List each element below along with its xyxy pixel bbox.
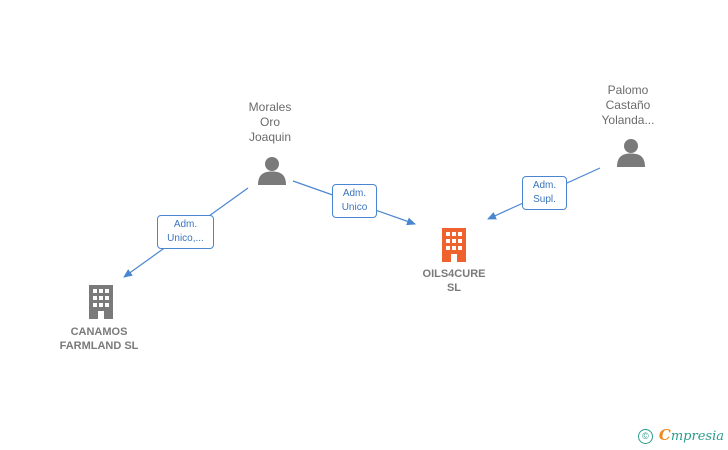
person-morales-name[interactable]: Morales Oro Joaquin bbox=[222, 100, 318, 145]
label-line: Adm. bbox=[173, 219, 198, 230]
company-oils4cure-name[interactable]: OILS4CURE SL bbox=[404, 267, 504, 295]
name-line: FARMLAND SL bbox=[59, 340, 139, 352]
person-palomo-name[interactable]: Palomo Castaño Yolanda... bbox=[580, 83, 676, 128]
label-line: Supl. bbox=[533, 194, 556, 205]
name-line: Castaño bbox=[605, 98, 651, 112]
building-icon[interactable] bbox=[86, 285, 116, 319]
person-icon[interactable] bbox=[616, 137, 646, 167]
label-line: Adm. bbox=[532, 180, 557, 191]
edge-label-morales-oils4cure[interactable]: Adm. Unico bbox=[332, 184, 377, 218]
edge-label-morales-canamos[interactable]: Adm. Unico,... bbox=[157, 215, 214, 249]
brand-logo-initial: C bbox=[658, 425, 671, 444]
label-line: Adm. bbox=[342, 188, 367, 199]
label-line: Unico,... bbox=[167, 233, 204, 244]
label-line: Unico bbox=[341, 202, 368, 213]
name-line: CANAMOS bbox=[70, 326, 128, 338]
brand-footer: © Cmpresia bbox=[637, 425, 724, 444]
edge-label-palomo-oils4cure[interactable]: Adm. Supl. bbox=[522, 176, 567, 210]
name-line: SL bbox=[446, 282, 462, 294]
name-line: OILS4CURE bbox=[422, 268, 486, 280]
name-line: Palomo bbox=[607, 83, 649, 97]
name-line: Morales bbox=[248, 100, 292, 114]
person-icon[interactable] bbox=[257, 155, 287, 185]
name-line: Yolanda... bbox=[601, 113, 655, 127]
building-icon[interactable] bbox=[439, 228, 469, 262]
brand-logo-text: mpresia bbox=[670, 428, 724, 444]
name-line: Joaquin bbox=[248, 130, 292, 144]
name-line: Oro bbox=[259, 115, 280, 129]
company-canamos-name[interactable]: CANAMOS FARMLAND SL bbox=[44, 325, 154, 353]
copyright-icon: © bbox=[637, 429, 653, 444]
